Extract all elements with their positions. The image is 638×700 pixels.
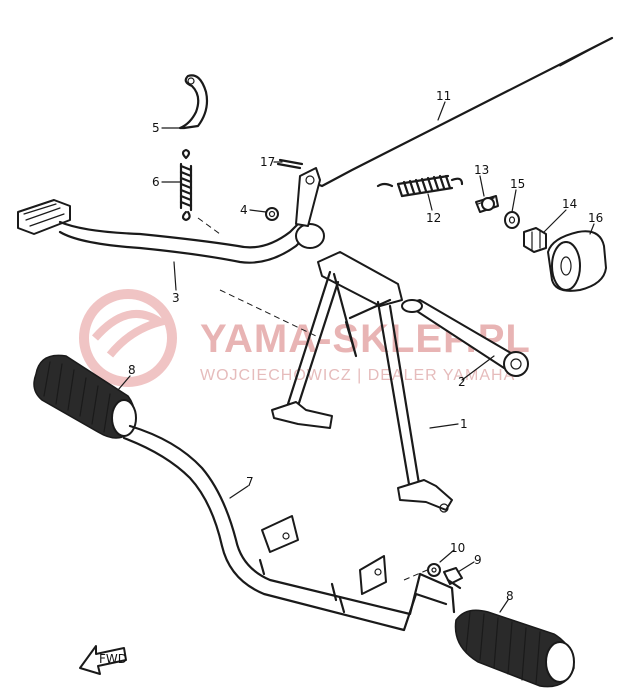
watermark-logo-swoosh (91, 310, 170, 358)
label-2: 2 (458, 375, 466, 389)
label-8-upper: 8 (128, 363, 136, 377)
brake-rod (310, 36, 614, 188)
label-1: 1 (460, 417, 468, 431)
footrest-rubber-left (33, 354, 137, 439)
leader-lines (117, 101, 595, 613)
watermark-logo (79, 289, 177, 387)
label-15: 15 (510, 177, 525, 191)
label-17: 17 (260, 155, 275, 169)
label-16: 16 (588, 211, 603, 225)
label-4: 4 (240, 203, 248, 217)
pedal-arm (295, 167, 321, 227)
bolt-13 (475, 195, 499, 213)
label-7: 7 (246, 475, 254, 489)
label-5: 5 (152, 121, 160, 135)
nut-14 (523, 227, 547, 253)
label-14: 14 (562, 197, 577, 211)
watermark-sub-text: WOJCIECHOWICZ | DEALER YAMAHA (200, 367, 515, 384)
washer-15 (504, 211, 520, 229)
label-9: 9 (474, 553, 482, 567)
spring-hook (178, 74, 209, 130)
washer-10 (427, 563, 441, 577)
label-13: 13 (474, 163, 489, 177)
label-12: 12 (426, 211, 441, 225)
cotter-pin (276, 158, 304, 170)
footrest-rubber-right (454, 609, 575, 688)
spring-12 (376, 174, 464, 198)
stand-rubber (547, 230, 607, 292)
label-3: 3 (172, 291, 180, 305)
clip (265, 207, 279, 221)
watermark: YAMA-SKLEP.PL WOJCIECHOWICZ | DEALER YAM… (79, 289, 530, 387)
forward-arrow: FWD (79, 645, 127, 675)
label-8-lower: 8 (506, 589, 514, 603)
part-labels: 11 5 6 4 17 3 12 13 15 14 16 2 1 7 8 8 1… (128, 89, 603, 603)
pivot-shaft (401, 299, 529, 377)
label-6: 6 (152, 175, 160, 189)
brake-pedal (17, 199, 325, 337)
footrest-bar (122, 424, 456, 632)
fwd-label: FWD (99, 652, 127, 666)
label-10: 10 (450, 541, 465, 555)
label-11: 11 (436, 89, 451, 103)
spring-6 (179, 148, 221, 235)
center-stand (271, 251, 453, 513)
